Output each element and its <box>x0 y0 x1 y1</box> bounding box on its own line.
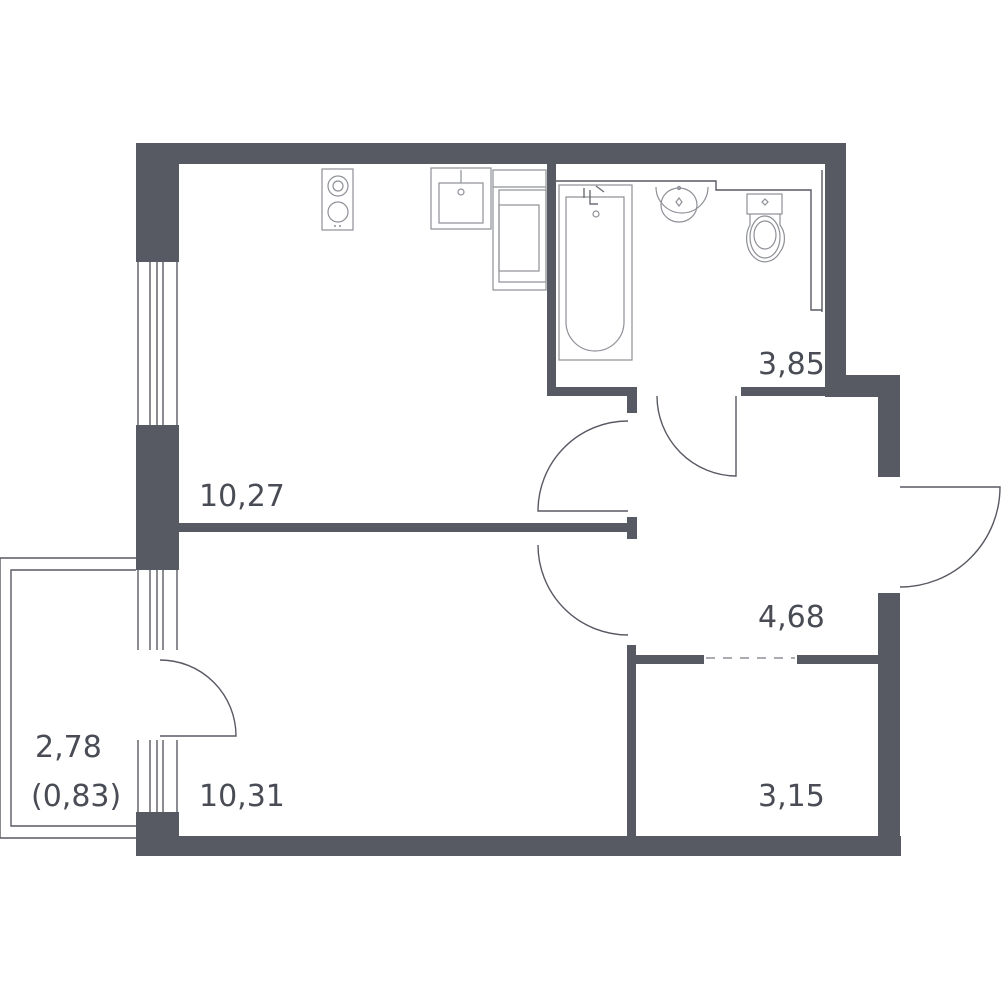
room-lower-area: 10,31 <box>199 779 285 814</box>
bathroom-area: 3,85 <box>758 347 825 382</box>
bathroom-bottom-wall-right <box>741 387 825 396</box>
kitchen-sink-icon <box>430 167 492 230</box>
storage-area: 3,15 <box>758 779 825 814</box>
washbasin-icon <box>655 185 709 223</box>
storage-top-wall-left <box>627 655 704 664</box>
cooktop-icon <box>321 168 354 231</box>
door-entrance <box>899 486 1001 588</box>
fridge-icon <box>492 169 547 291</box>
balcony-area: 2,78 <box>35 730 102 765</box>
window-lower-top <box>137 570 178 650</box>
door-lower-room <box>537 544 629 636</box>
bathroom-door-stub <box>627 387 637 413</box>
storage-top-wall-right <box>797 655 879 664</box>
balcony-outline <box>0 557 136 839</box>
door-bathroom <box>656 395 737 477</box>
room-partition-end <box>627 517 637 539</box>
doors <box>159 395 1001 737</box>
bathroom-left-wall <box>547 164 556 396</box>
bathtub-icon <box>558 184 633 361</box>
left-wall-top <box>136 143 179 262</box>
walls <box>136 143 901 856</box>
bathroom-bottom-wall-left <box>547 387 637 396</box>
top-wall <box>136 143 846 164</box>
shaft-outline <box>556 180 822 311</box>
room-upper-area: 10,27 <box>199 479 285 514</box>
windows <box>137 262 178 812</box>
window-lower-bottom <box>137 740 178 812</box>
left-wall-middle <box>136 425 179 570</box>
room-partition <box>179 523 630 532</box>
right-wall-pillar <box>878 375 900 477</box>
toilet-icon <box>746 193 785 263</box>
right-wall-lower <box>878 593 900 856</box>
hallway-area: 4,68 <box>758 600 825 635</box>
bottom-wall <box>136 836 901 856</box>
storage-left-wall <box>627 645 636 837</box>
balcony-reduced-area: (0,83) <box>31 779 121 814</box>
window-upper <box>137 262 178 425</box>
door-upper-room <box>537 420 629 512</box>
door-balcony <box>159 659 237 737</box>
right-wall-upper <box>825 143 846 383</box>
